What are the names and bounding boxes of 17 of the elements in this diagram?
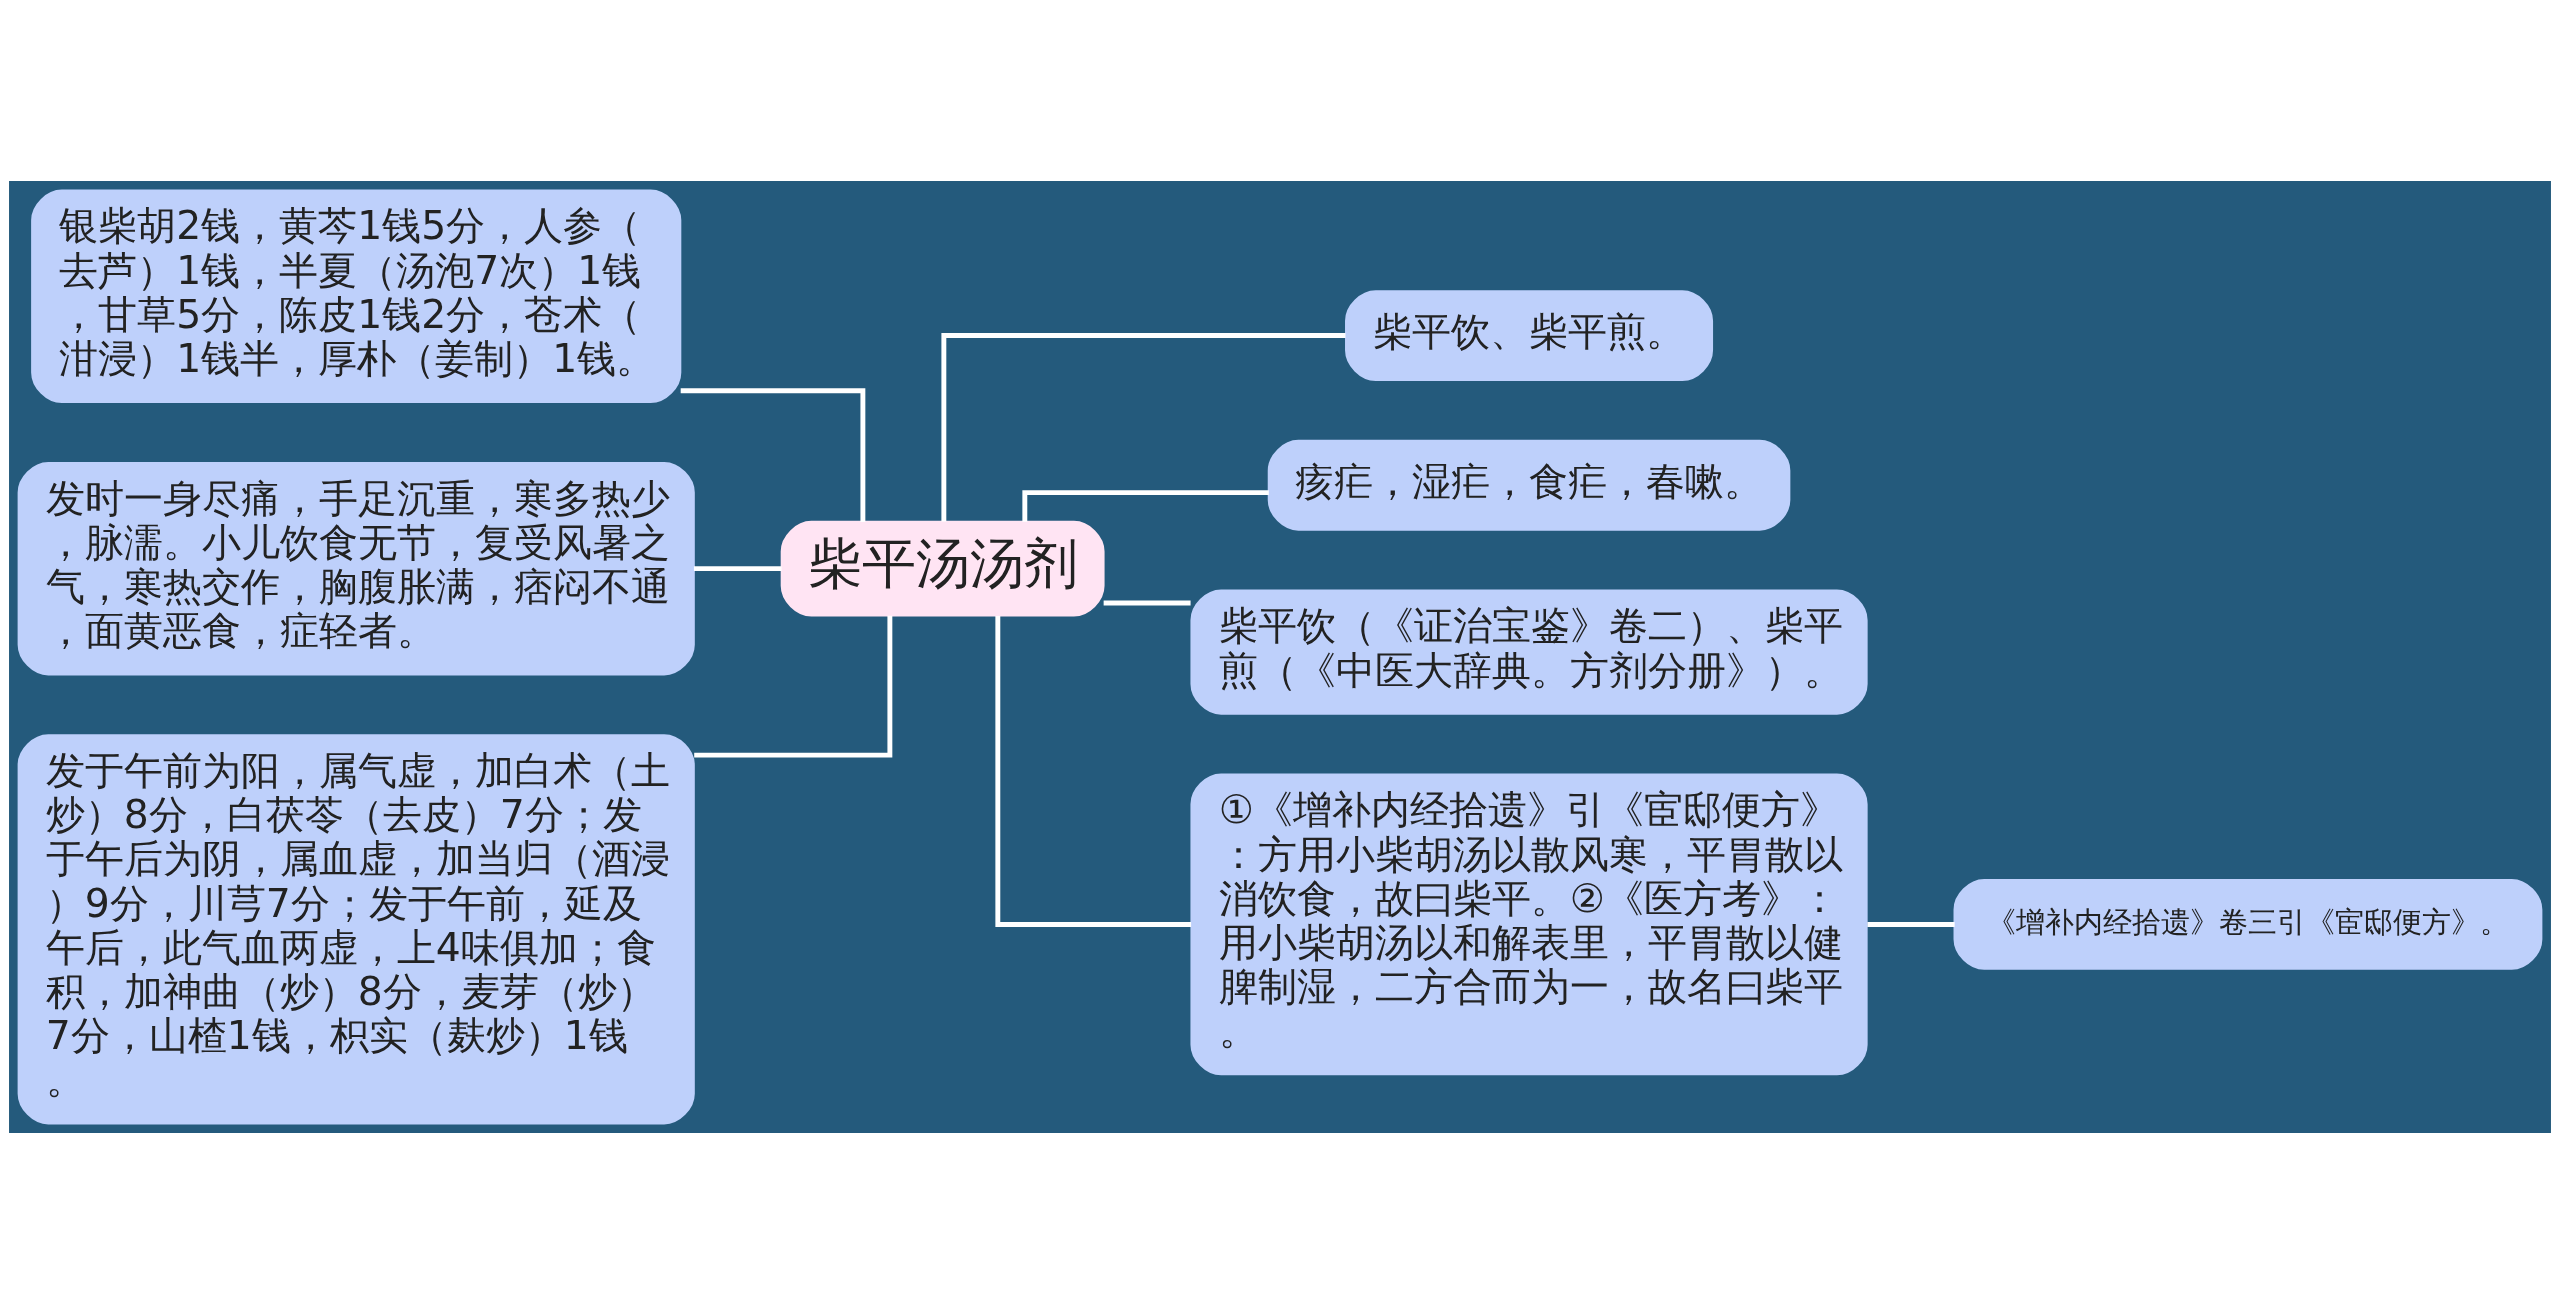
connector (995, 615, 1192, 927)
connector (1103, 600, 1191, 606)
connector (1022, 490, 1269, 522)
connector (693, 566, 782, 572)
node-box: 发时一身尽痛，手足沉重，寒多热少，脉濡。小儿饮食无节，复受风暑之气，寒热交作，胸腹胀满，痞闷不通，面黄恶食，症轻者。 (17, 461, 695, 676)
node-box: ①《增补内经拾遗》引《宦邸便方》：方用小柴胡汤以散风寒，平胃散以消饮食，故曰柴平。②《医方考》：用小柴胡汤以和解表里，平胃散以健脾制湿，二方合而为一，故名曰柴平。 (1190, 773, 1868, 1076)
connector (694, 615, 893, 758)
connector (1867, 922, 1955, 927)
node-box: 发于午前为阳，属气虚，加白术（土炒）8分，白茯苓（去皮）7分；发于午后为阴，属血虚，加当归（酒浸）9分，川芎7分；发于午前，延及午后，此气血两虚，上4味俱加；食积，加神曲（炒）8分，麦芽（炒）7分，山楂1钱，枳实（麸炒）1钱。 (17, 734, 695, 1125)
connector (680, 388, 866, 522)
node-box: 痎疟，湿疟，食疟，春嗽。 (1267, 439, 1791, 531)
node-box: 柴平汤汤剂 (780, 520, 1105, 617)
connector (941, 333, 1346, 522)
node-box: 银柴胡2钱，黄芩1钱5分，人参（去芦）1钱，半夏（汤泡7次）1钱，甘草5分，陈皮1钱2分，苍术（泔浸）1钱半，厚朴（姜制）1钱。 (31, 189, 682, 404)
node-box: 柴平饮（《证治宝鉴》卷二）、柴平煎（《中医大辞典。方剂分册》）。 (1190, 589, 1868, 715)
node-box: 《增补内经拾遗》卷三引《宦邸便方》。 (1953, 879, 2543, 970)
node-box: 柴平饮、柴平煎。 (1345, 290, 1714, 381)
